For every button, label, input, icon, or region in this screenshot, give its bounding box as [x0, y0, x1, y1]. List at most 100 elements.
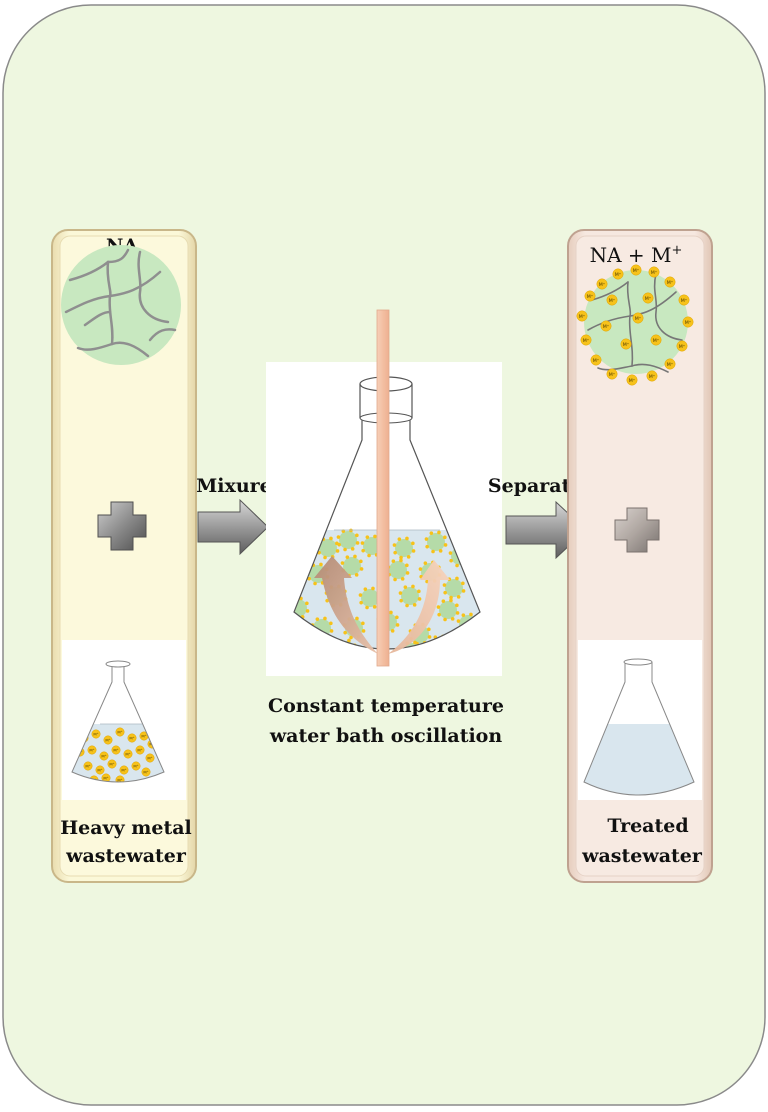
metal-ion-icon: M⁺	[83, 761, 93, 771]
svg-text:M⁺: M⁺	[629, 378, 636, 384]
mixing-flask-group	[266, 309, 502, 676]
metal-ion-icon: M⁺	[139, 731, 149, 741]
adsorbent-particle-icon	[336, 528, 360, 552]
metal-ion-icon: M⁺	[664, 276, 676, 288]
metal-ion-icon: M⁺	[676, 340, 688, 352]
metal-ion-icon: M⁺	[600, 320, 612, 332]
svg-text:M⁺: M⁺	[583, 338, 590, 344]
metal-ion-icon: M⁺	[620, 338, 632, 350]
metal-ion-icon: M⁺	[612, 268, 624, 280]
heavy-metal-label-line2: wastewater	[65, 845, 187, 867]
metal-ion-icon: M⁺	[127, 733, 137, 743]
adsorbent-particle-icon	[398, 584, 422, 608]
mixing-arrow-icon	[314, 556, 450, 654]
svg-text:M⁺: M⁺	[651, 270, 658, 276]
svg-text:M⁺: M⁺	[587, 294, 594, 300]
svg-text:M⁺: M⁺	[615, 272, 622, 278]
svg-text:M⁺: M⁺	[97, 767, 102, 772]
metal-ion-icon: M⁺	[103, 735, 113, 745]
metal-ion-icon: M⁺	[650, 334, 662, 346]
svg-text:M⁺: M⁺	[645, 296, 652, 302]
metal-ion-icon: M⁺	[123, 749, 133, 759]
treated-label-line1: Treated	[607, 815, 688, 837]
metal-ion-icon: M⁺	[596, 278, 608, 290]
treated-label-line2: wastewater	[581, 845, 703, 867]
heavy-metal-label-line1: Heavy metal	[60, 817, 192, 839]
svg-text:M⁺: M⁺	[667, 280, 674, 286]
metal-ion-icon: M⁺	[145, 753, 155, 763]
metal-ion-icon: M⁺	[101, 773, 111, 782]
svg-text:M⁺: M⁺	[633, 268, 640, 274]
svg-text:M⁺: M⁺	[117, 729, 122, 734]
mixure-label: Mixure	[196, 475, 272, 497]
plus-icon	[614, 507, 660, 553]
stir-rod-icon	[376, 309, 390, 667]
metal-ion-icon: M⁺	[630, 264, 642, 276]
svg-text:M⁺: M⁺	[685, 320, 692, 326]
svg-text:M⁺: M⁺	[89, 747, 94, 752]
left-column: NA M⁺M⁺M⁺M⁺M⁺M⁺M⁺M⁺	[51, 229, 197, 883]
svg-text:M⁺: M⁺	[103, 775, 108, 780]
adsorbent-particle-icon	[424, 530, 448, 554]
metal-ion-icon: M⁺	[111, 745, 121, 755]
svg-text:M⁺: M⁺	[125, 751, 130, 756]
na-ion-adsorbent-icon: M⁺ M⁺ M⁺ M⁺ M⁺ M⁺ M⁺ M⁺ M⁺ M⁺ M⁺ M⁺ M⁺ M⁺ M⁺ M⁺ M⁺ M⁺ M⁺ M⁺…	[576, 264, 694, 386]
metal-ion-icon: M⁺	[606, 294, 618, 306]
metal-ion-icon: M⁺	[664, 358, 676, 370]
svg-text:M⁺: M⁺	[101, 753, 106, 758]
metal-ion-icon: M⁺	[678, 294, 690, 306]
svg-text:M⁺: M⁺	[635, 316, 642, 322]
svg-text:M⁺: M⁺	[579, 314, 586, 320]
svg-text:M⁺: M⁺	[649, 374, 656, 380]
svg-text:M⁺: M⁺	[137, 747, 142, 752]
metal-ion-icon: M⁺	[115, 775, 125, 782]
svg-text:M⁺: M⁺	[105, 737, 110, 742]
plus-icon	[97, 501, 147, 551]
svg-text:M⁺: M⁺	[93, 731, 98, 736]
metal-ion-icon: M⁺	[107, 759, 117, 769]
svg-text:M⁺: M⁺	[141, 733, 146, 738]
metal-ion-icon: M⁺	[99, 751, 109, 761]
metal-ion-icon: M⁺	[141, 767, 151, 777]
svg-text:M⁺: M⁺	[679, 344, 686, 350]
metal-ion-icon: M⁺	[590, 354, 602, 366]
right-column: NA + M+ M⁺M⁺M⁺M⁺M⁺M⁺M⁺M⁺M⁺M⁺M⁺M⁺M⁺M⁺M⁺M⁺…	[567, 229, 713, 883]
metal-ion-icon: M⁺	[646, 370, 658, 382]
svg-text:M⁺: M⁺	[623, 342, 630, 348]
svg-text:M⁺: M⁺	[143, 769, 148, 774]
metal-ion-icon: M⁺	[642, 292, 654, 304]
svg-text:M⁺: M⁺	[599, 282, 606, 288]
svg-text:M⁺: M⁺	[609, 298, 616, 304]
na-adsorbent-icon	[61, 245, 181, 365]
metal-ion-icon: M⁺	[584, 290, 596, 302]
svg-text:M⁺: M⁺	[681, 298, 688, 304]
svg-text:M⁺: M⁺	[85, 763, 90, 768]
metal-ion-icon: M⁺	[119, 765, 129, 775]
svg-text:M⁺: M⁺	[129, 735, 134, 740]
adsorbent-particle-icon	[442, 576, 466, 600]
metal-ion-icon: M⁺	[580, 334, 592, 346]
svg-text:M⁺: M⁺	[609, 372, 616, 378]
metal-ion-icon: M⁺	[576, 310, 588, 322]
svg-text:M⁺: M⁺	[109, 761, 114, 766]
svg-text:M⁺: M⁺	[113, 747, 118, 752]
na-m-label: NA + M+	[590, 243, 683, 267]
svg-text:M⁺: M⁺	[593, 358, 600, 364]
svg-text:M⁺: M⁺	[667, 362, 674, 368]
metal-ion-icon: M⁺	[87, 745, 97, 755]
metal-ion-icon: M⁺	[91, 729, 101, 739]
metal-ion-icon: M⁺	[131, 761, 141, 771]
svg-text:M⁺: M⁺	[147, 755, 152, 760]
adsorbent-particle-icon	[392, 536, 416, 560]
adsorbent-particle-icon	[436, 598, 460, 622]
svg-text:M⁺: M⁺	[117, 777, 122, 782]
svg-text:M⁺: M⁺	[121, 767, 126, 772]
svg-text:M⁺: M⁺	[133, 763, 138, 768]
metal-ion-icon: M⁺	[135, 745, 145, 755]
metal-ion-icon: M⁺	[632, 312, 644, 324]
process-label-line2: water bath oscillation	[269, 725, 503, 747]
svg-text:M⁺: M⁺	[603, 324, 610, 330]
metal-ion-icon: M⁺	[606, 368, 618, 380]
metal-ion-icon: M⁺	[682, 316, 694, 328]
